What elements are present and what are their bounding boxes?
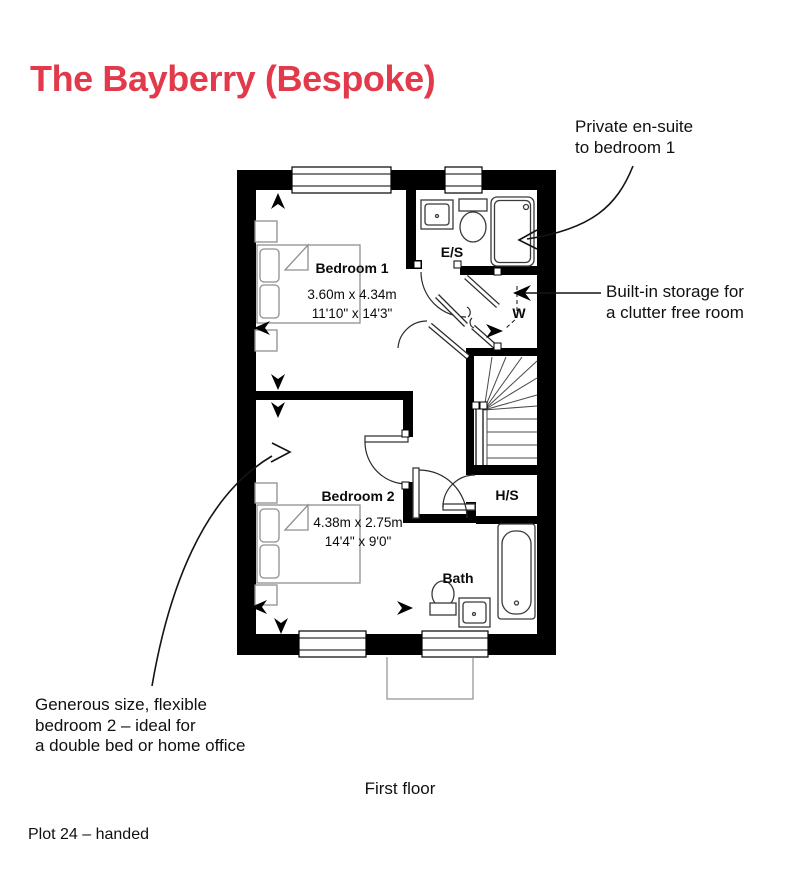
toilet-bath bbox=[429, 580, 457, 616]
dims-bedroom2-metric: 4.38m x 2.75m bbox=[313, 515, 402, 530]
arrow-bedroom2 bbox=[151, 442, 292, 687]
porch-outline bbox=[386, 657, 474, 700]
door-bedroom2 bbox=[364, 429, 410, 490]
bathtub bbox=[497, 523, 536, 620]
shower-ensuite bbox=[490, 196, 535, 267]
door-storage-cupboard bbox=[442, 474, 476, 511]
wardrobe-door-arrow bbox=[486, 324, 503, 338]
dims-bedroom2-imperial: 14'4" x 9'0" bbox=[325, 534, 392, 549]
arrow-storage bbox=[513, 285, 601, 301]
annotation-storage-line1: Built-in storage for bbox=[606, 282, 744, 301]
window-ensuite bbox=[444, 166, 483, 194]
annotation-bedroom2-line2: bedroom 2 – ideal for bbox=[35, 715, 196, 735]
annotation-bedroom2-line3: a double bed or home office bbox=[35, 736, 246, 755]
floor-caption: First floor bbox=[364, 779, 436, 798]
annotation-ensuite: Private en-suite to bedroom 1 bbox=[575, 117, 693, 158]
label-ensuite: E/S bbox=[441, 244, 464, 260]
window-bedroom1 bbox=[291, 166, 392, 194]
sink-ensuite bbox=[420, 199, 454, 230]
label-bedroom2: Bedroom 2 bbox=[321, 488, 394, 504]
annotation-storage-line2: a clutter free room bbox=[606, 302, 744, 322]
plot-caption: Plot 24 – handed bbox=[28, 826, 149, 843]
wardrobe-bifold-doors bbox=[464, 267, 518, 352]
label-bedroom1: Bedroom 1 bbox=[315, 260, 388, 276]
annotation-bedroom2-line1: Generous size, flexible bbox=[35, 695, 207, 714]
window-bedroom2 bbox=[298, 630, 367, 658]
sink-bath bbox=[458, 597, 491, 628]
annotation-ensuite-line2: to bedroom 1 bbox=[575, 137, 676, 157]
bed-bedroom1 bbox=[254, 220, 361, 352]
toilet-ensuite bbox=[458, 198, 488, 243]
stairs bbox=[471, 356, 538, 465]
annotation-bedroom2: Generous size, flexible bedroom 2 – idea… bbox=[35, 695, 245, 757]
dims-bedroom1-metric: 3.60m x 4.34m bbox=[307, 287, 396, 302]
annotation-ensuite-line1: Private en-suite bbox=[575, 117, 694, 136]
arrow-ensuite bbox=[517, 165, 634, 250]
door-bedroom1 bbox=[397, 320, 470, 360]
label-bath: Bath bbox=[442, 570, 473, 586]
measurement-arrows bbox=[251, 193, 413, 634]
bed-bedroom2 bbox=[254, 482, 361, 606]
door-ensuite bbox=[413, 260, 468, 327]
label-wardrobe: W bbox=[512, 305, 526, 321]
door-bath bbox=[412, 467, 468, 519]
window-bath bbox=[421, 630, 489, 658]
annotation-storage: Built-in storage for a clutter free room bbox=[606, 282, 744, 323]
page-title: The Bayberry (Bespoke) bbox=[30, 58, 436, 100]
label-storage-cupboard: H/S bbox=[495, 487, 518, 503]
dims-bedroom1-imperial: 11'10" x 14'3" bbox=[312, 306, 393, 321]
